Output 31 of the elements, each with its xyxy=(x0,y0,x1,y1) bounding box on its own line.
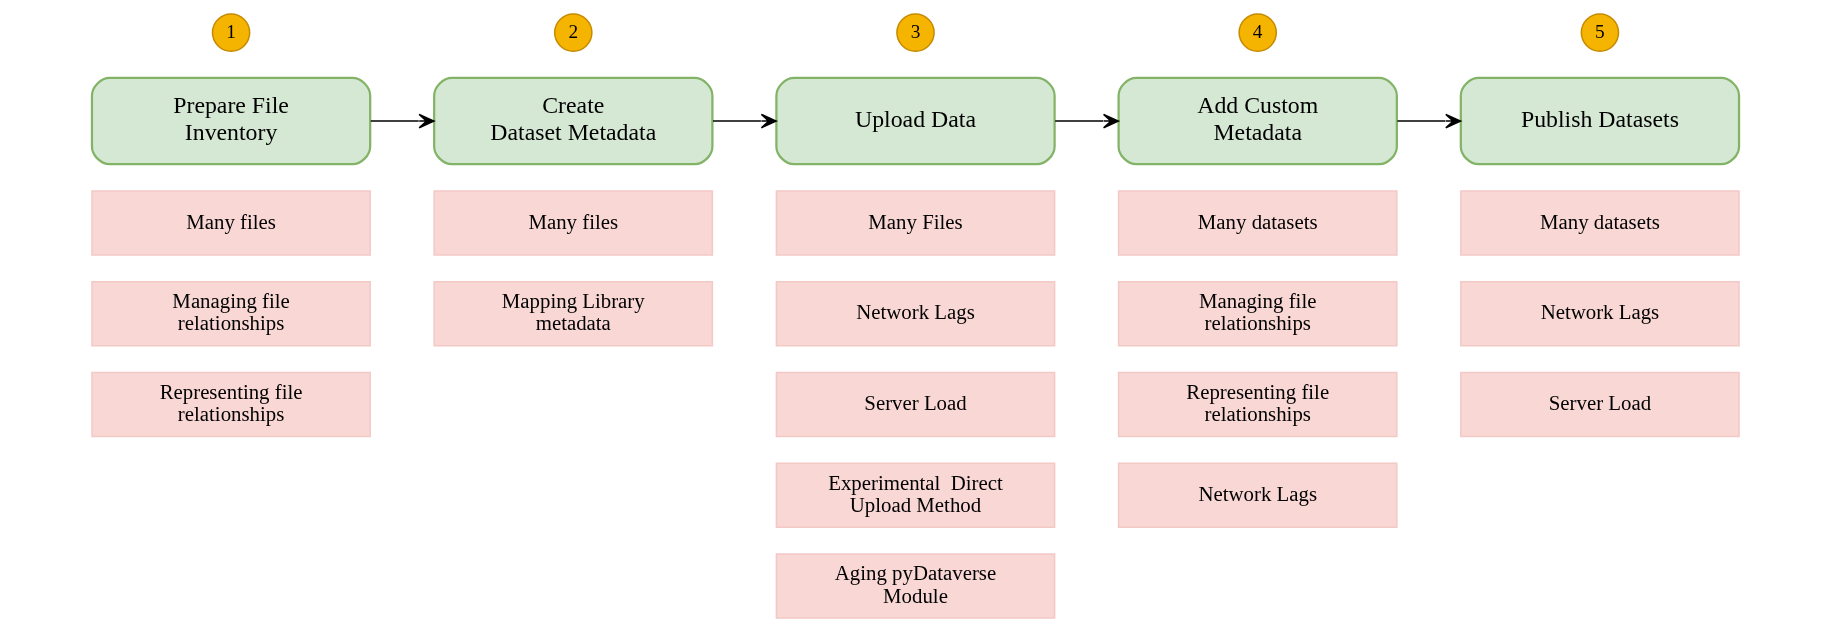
node-box: Aging pyDataverse Module xyxy=(775,553,1056,619)
node-box: Representing file relationships xyxy=(91,371,371,438)
node-box: Mapping Library metadata xyxy=(433,281,714,347)
node-box: Network Lags xyxy=(775,281,1056,347)
node-box: Publish Datasets xyxy=(1459,76,1741,166)
node-box: Managing file relationships xyxy=(91,281,371,347)
node-box: Many Files xyxy=(775,190,1056,256)
node-box: Create Dataset Metadata xyxy=(433,76,714,166)
arrow xyxy=(370,113,435,129)
node-box: Network Lags xyxy=(1117,462,1398,529)
node-box: Add Custom Metadata xyxy=(1117,76,1398,166)
node-circle: 1 xyxy=(211,13,251,52)
arrow xyxy=(1054,113,1120,129)
node-circle: 3 xyxy=(896,13,935,52)
node-box: Many datasets xyxy=(1117,190,1398,256)
node-box: Representing file relationships xyxy=(1117,371,1398,438)
node-box: Many files xyxy=(91,190,371,256)
node-box: Many datasets xyxy=(1460,190,1740,256)
node-box: Experimental Direct Upload Method xyxy=(775,462,1056,529)
node-box: Server Load xyxy=(775,371,1056,438)
node-box: Upload Data xyxy=(775,76,1056,166)
node-circle: 2 xyxy=(553,13,593,52)
node-box: Many files xyxy=(433,190,714,256)
arrow xyxy=(712,113,777,129)
node-box: Network Lags xyxy=(1460,281,1740,347)
node-box: Prepare File Inventory xyxy=(90,76,372,166)
node-circle: 5 xyxy=(1580,13,1620,52)
arrow xyxy=(1396,113,1462,129)
node-circle: 4 xyxy=(1238,13,1278,52)
node-box: Managing file relationships xyxy=(1117,281,1398,347)
node-box: Server Load xyxy=(1460,371,1740,438)
